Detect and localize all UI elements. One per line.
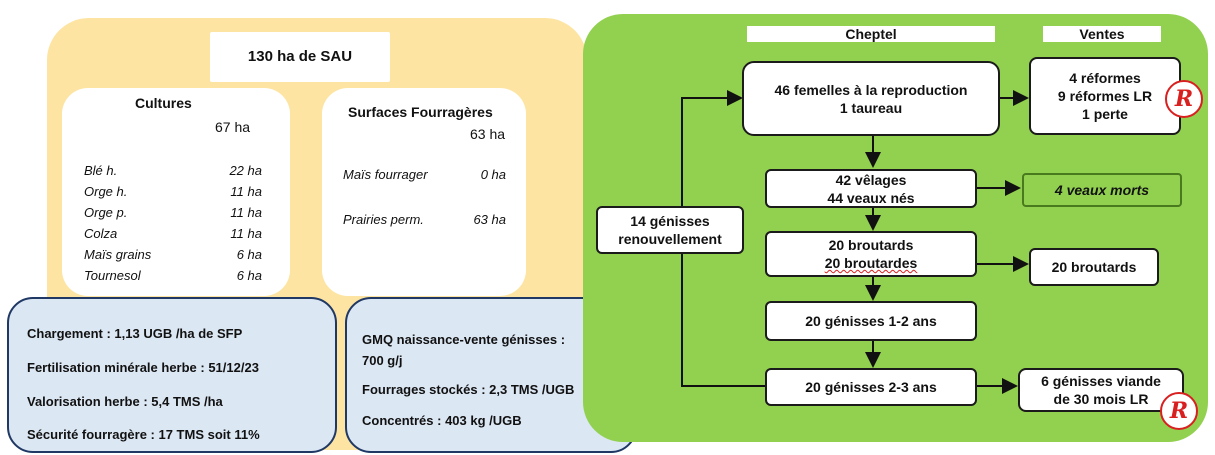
reformes-line3: 1 perte bbox=[1082, 106, 1128, 122]
sau-title-box: 130 ha de SAU bbox=[210, 32, 390, 82]
box-genisses-1-2: 20 génisses 1-2 ans bbox=[765, 301, 977, 341]
stats-box-left bbox=[7, 297, 337, 453]
fourrage-item-value: 0 ha bbox=[480, 167, 506, 182]
label-rouge-letter-2: R bbox=[1169, 398, 1189, 424]
culture-item-name: Maïs grains bbox=[84, 247, 152, 262]
box-broutards-vente: 20 broutards bbox=[1029, 248, 1159, 286]
box-renouvellement: 14 génisses renouvellement bbox=[596, 206, 744, 254]
stat-valorisation: Valorisation herbe : 5,4 TMS /ha bbox=[27, 394, 223, 409]
box-genisses-viande: 6 génisses viande de 30 mois LR bbox=[1018, 368, 1184, 412]
sau-title: 130 ha de SAU bbox=[247, 48, 353, 65]
box-velages: 42 vêlages 44 veaux nés bbox=[765, 169, 977, 208]
culture-item-name: Tournesol bbox=[84, 268, 141, 283]
cultures-total: 67 ha bbox=[215, 119, 251, 135]
genisses-viande-line2: de 30 mois LR bbox=[1053, 391, 1149, 407]
femelles-line1: 46 femelles à la reproduction bbox=[774, 81, 968, 98]
label-rouge-logo-bottom: R bbox=[1160, 392, 1198, 430]
cultures-title: Cultures bbox=[135, 95, 192, 111]
broutards-line1: 20 broutards bbox=[828, 237, 914, 253]
broutards-vente-label: 20 broutards bbox=[1051, 259, 1137, 275]
fourrageres-total: 63 ha bbox=[470, 126, 506, 142]
culture-item-value: 11 ha bbox=[230, 205, 262, 220]
renouvellement-line2: renouvellement bbox=[618, 231, 722, 247]
renouvellement-line1: 14 génisses bbox=[630, 213, 710, 229]
culture-item-value: 22 ha bbox=[229, 163, 262, 178]
fourrageres-box bbox=[322, 88, 526, 296]
velages-line1: 42 vêlages bbox=[835, 171, 907, 188]
stat-chargement: Chargement : 1,13 UGB /ha de SFP bbox=[27, 326, 243, 341]
label-rouge-letter: R bbox=[1174, 86, 1194, 112]
velages-line2: 44 veaux nés bbox=[827, 189, 915, 206]
box-reformes: 4 réformes 9 réformes LR 1 perte bbox=[1029, 57, 1181, 135]
genisses23-label: 20 génisses 2-3 ans bbox=[805, 379, 937, 395]
culture-item-value: 6 ha bbox=[236, 247, 262, 262]
fourrage-item-name: Prairies perm. bbox=[343, 212, 424, 227]
culture-item-name: Orge h. bbox=[84, 184, 128, 199]
culture-item-name: Colza bbox=[84, 226, 118, 241]
broutards-line2: 20 broutardes bbox=[824, 255, 918, 271]
fourrage-item-value: 63 ha bbox=[473, 212, 506, 227]
box-broutards: 20 broutards 20 broutardes bbox=[765, 231, 977, 277]
stat-concentres: Concentrés : 403 kg /UGB bbox=[362, 413, 522, 428]
culture-item-value: 11 ha bbox=[230, 184, 262, 199]
fourrageres-title: Surfaces Fourragères bbox=[348, 104, 493, 120]
culture-item-name: Orge p. bbox=[84, 205, 128, 220]
cultures-box bbox=[62, 88, 290, 296]
reformes-line1: 4 réformes bbox=[1069, 70, 1141, 86]
stat-gmq-label: GMQ naissance-vente génisses : bbox=[362, 332, 566, 347]
box-genisses-2-3: 20 génisses 2-3 ans bbox=[765, 368, 977, 406]
culture-item-name: Blé h. bbox=[84, 163, 118, 178]
ventes-header: Ventes bbox=[1043, 26, 1161, 42]
culture-item-value: 6 ha bbox=[236, 268, 262, 283]
box-veaux-morts: 4 veaux morts bbox=[1022, 173, 1182, 207]
reformes-line2: 9 réformes LR bbox=[1057, 88, 1153, 104]
genisses-viande-line1: 6 génisses viande bbox=[1041, 373, 1161, 389]
veaux-morts-label: 4 veaux morts bbox=[1054, 182, 1150, 198]
label-rouge-logo-top: R bbox=[1165, 80, 1203, 118]
femelles-line2: 1 taureau bbox=[839, 99, 903, 116]
genisses12-label: 20 génisses 1-2 ans bbox=[805, 313, 937, 329]
box-femelles: 46 femelles à la reproduction 1 taureau bbox=[742, 61, 1000, 136]
stat-fertilisation: Fertilisation minérale herbe : 51/12/23 bbox=[27, 360, 259, 375]
fourrage-item-name: Maïs fourrager bbox=[343, 167, 428, 182]
stat-gmq-value: 700 g/j bbox=[362, 353, 403, 368]
stat-fourrages-stockes: Fourrages stockés : 2,3 TMS /UGB bbox=[362, 382, 575, 397]
cheptel-header: Cheptel bbox=[747, 26, 995, 42]
culture-item-value: 11 ha bbox=[230, 226, 262, 241]
stat-securite: Sécurité fourragère : 17 TMS soit 11% bbox=[27, 427, 260, 442]
